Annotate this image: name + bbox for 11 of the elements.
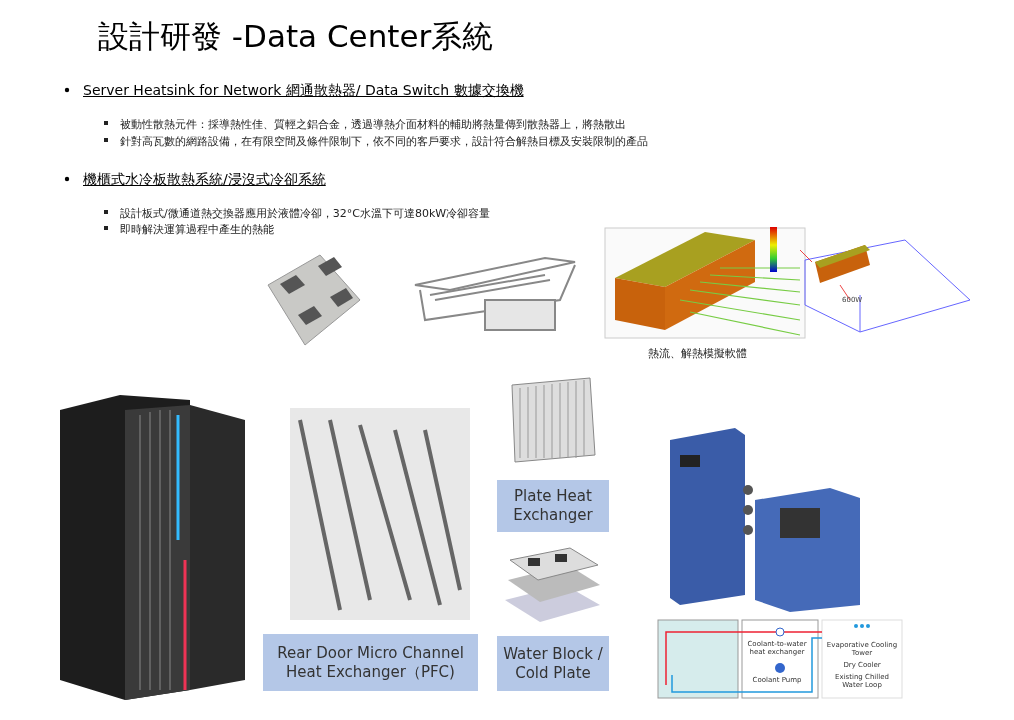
bullet-text: 針對高瓦數的網路設備，在有限空間及條件限制下，依不同的客戶要求，設計符合解熱目標及安裝限制的產品 (120, 134, 648, 149)
bullet-text: 即時解決運算過程中產生的熱能 (120, 222, 274, 237)
page-title: 設計研發 -Data Center系統 (98, 17, 494, 56)
caption-box: Water Block / Cold Plate (497, 636, 609, 691)
image-caption: 熱流、解熱模擬軟體 (648, 346, 747, 361)
section-heading: 機櫃式水冷板散熱系統/浸沒式冷卻系統 (83, 171, 326, 189)
bullet-text: 被動性散熱元件：採導熱性佳、質輕之鋁合金，透過導熱介面材料的輔助將熱量傳到散熱器上，將熱散出 (120, 117, 626, 132)
bullet-text: 設計板式/微通道熱交換器應用於液體冷卻，32°C水溫下可達80kW冷卻容量 (120, 206, 491, 221)
caption-box: Rear Door Micro Channel Heat Exchanger（PFC) (263, 634, 478, 691)
caption-box: Plate Heat Exchanger (497, 480, 609, 532)
section-heading: Server Heatsink for Network 網通散熱器/ Data Switch 數據交換機 (83, 82, 524, 100)
